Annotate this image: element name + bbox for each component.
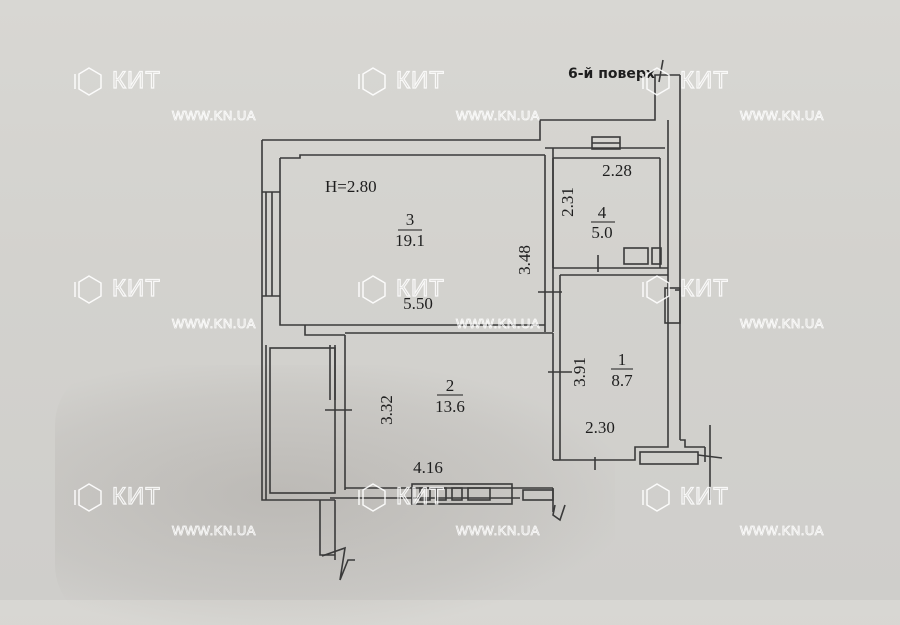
watermark-logo: КИТ (640, 64, 729, 98)
room-4-number: 4 (598, 203, 607, 222)
watermark-url: WWW.KN.UA (456, 108, 540, 124)
watermark-url: WWW.KN.UA (740, 523, 824, 539)
watermark-url: WWW.KN.UA (172, 523, 256, 539)
room-3-area: 19.1 (395, 231, 425, 250)
watermark-url: WWW.KN.UA (740, 108, 824, 124)
room-2-area: 13.6 (435, 397, 465, 416)
watermark-brand: КИТ (395, 66, 445, 94)
room-2-depth: 3.32 (377, 395, 396, 425)
floor-label: 6-й поверх (568, 66, 655, 82)
room-1-depth: 3.91 (570, 357, 589, 387)
watermark-logo: КИТ (72, 480, 161, 514)
room-4-width: 2.28 (602, 161, 632, 180)
room-2-number: 2 (446, 376, 455, 395)
watermark-url: WWW.KN.UA (456, 316, 540, 332)
kit-logo-icon (74, 67, 102, 96)
watermark-logo: КИТ (356, 272, 445, 306)
kit-logo-icon (74, 483, 102, 512)
watermark-logo: КИТ (640, 272, 729, 306)
kit-logo-icon (642, 483, 670, 512)
watermark-brand: КИТ (395, 482, 445, 510)
watermark-brand: КИТ (111, 482, 161, 510)
watermark-url: WWW.KN.UA (172, 108, 256, 124)
room-3-number: 3 (406, 210, 415, 229)
kit-logo-icon (358, 483, 386, 512)
watermark-brand: КИТ (111, 274, 161, 302)
room-1-width: 2.30 (585, 418, 615, 437)
watermark-logo: КИТ (356, 64, 445, 98)
watermark-url: WWW.KN.UA (456, 523, 540, 539)
kit-logo-icon (642, 67, 670, 96)
watermark-brand: КИТ (679, 274, 729, 302)
watermark-brand: КИТ (679, 66, 729, 94)
watermark-logo: КИТ (72, 272, 161, 306)
room-4-depth: 2.31 (558, 187, 577, 217)
ceiling-height: H=2.80 (325, 177, 377, 196)
kit-logo-icon (358, 275, 386, 304)
room-2-width: 4.16 (413, 458, 443, 477)
kit-logo-icon (642, 275, 670, 304)
watermark-url: WWW.KN.UA (740, 316, 824, 332)
room-4-area: 5.0 (591, 223, 612, 242)
room-1-area: 8.7 (611, 371, 633, 390)
watermark-brand: КИТ (679, 482, 729, 510)
room-3-depth: 3.48 (515, 245, 534, 275)
kit-logo-icon (74, 275, 102, 304)
room-3-width: 5.50 (403, 294, 433, 313)
watermark-logo: КИТ (640, 480, 729, 514)
watermark-brand: КИТ (111, 66, 161, 94)
watermark-brand: КИТ (395, 274, 445, 302)
watermark-logo: КИТ (72, 64, 161, 98)
room-1-number: 1 (618, 350, 627, 369)
floor-plan: 6-й поверх H=2.80 3 19.1 5.50 3.48 2.28 … (261, 59, 723, 581)
watermark-url: WWW.KN.UA (172, 316, 256, 332)
watermark-logo: КИТ (356, 480, 445, 514)
kit-logo-icon (358, 67, 386, 96)
